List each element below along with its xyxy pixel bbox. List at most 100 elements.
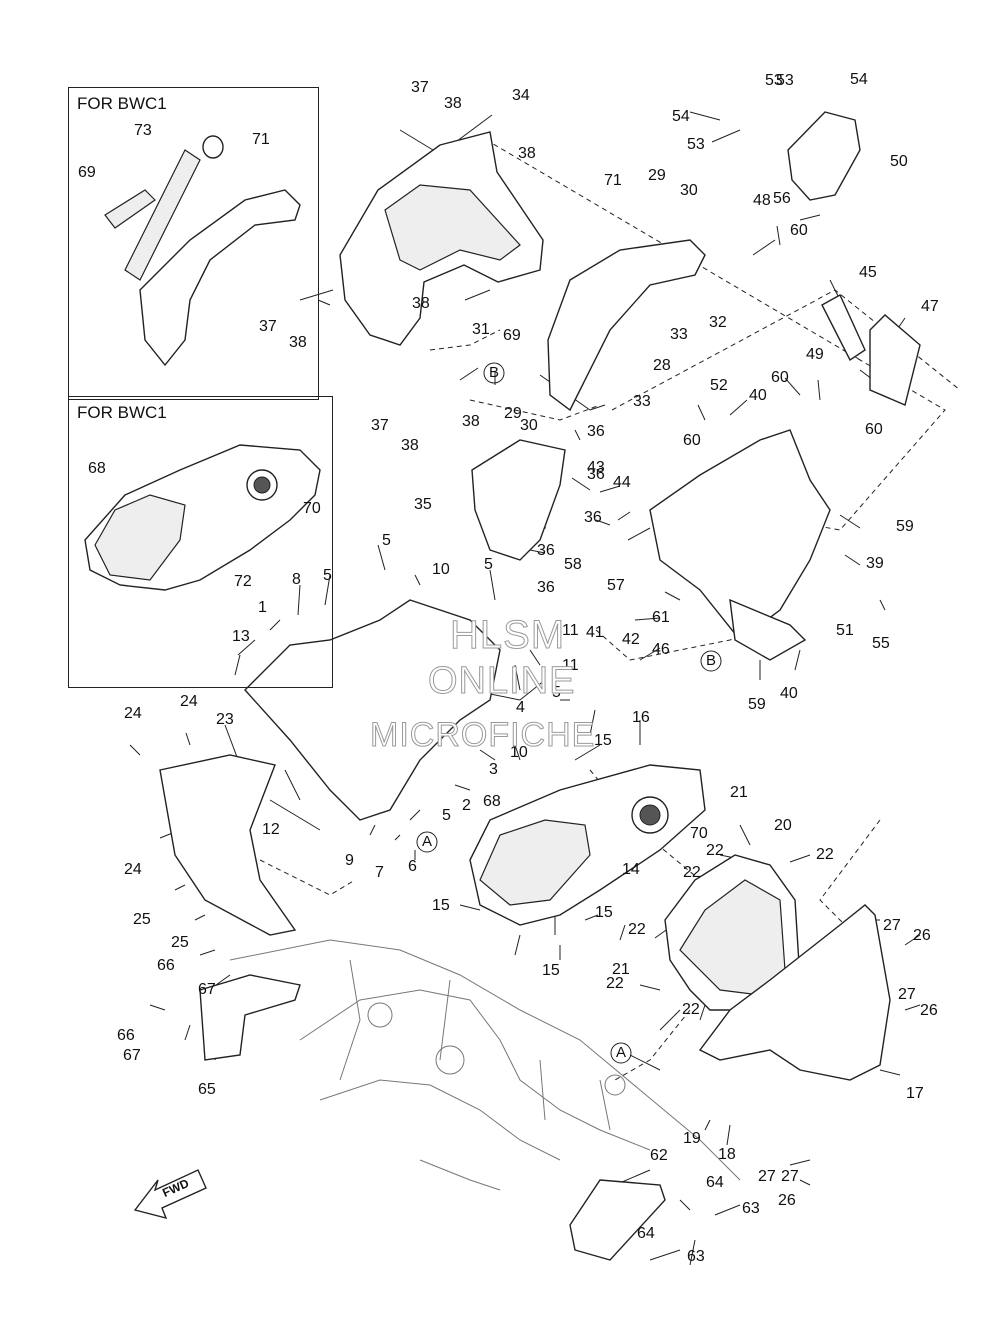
callout-label: 60	[865, 421, 883, 438]
callout-label: 37	[411, 79, 429, 96]
callout-label: 69	[503, 327, 521, 344]
inset-box-1: FOR BWC1	[68, 87, 319, 400]
callout-label: 5	[484, 556, 493, 573]
callout-label: 49	[806, 346, 824, 363]
callout-label: 53	[776, 72, 794, 89]
callout-label: 24	[180, 693, 198, 710]
callout-label: 63	[742, 1200, 760, 1217]
callout-label: 39	[866, 555, 884, 572]
callout-label: 48	[753, 192, 771, 209]
callout-label: 27	[883, 917, 901, 934]
callout-label: 57	[607, 577, 625, 594]
callout-label: 11	[562, 657, 579, 674]
callout-label: 23	[216, 711, 234, 728]
callout-label: 50	[890, 153, 908, 170]
callout-label: 6	[408, 858, 417, 875]
callout-label: 64	[637, 1225, 655, 1242]
callout-label: 71	[252, 131, 270, 148]
callout-label: 36	[587, 423, 605, 440]
callout-label: 52	[710, 377, 728, 394]
inset-box-2: FOR BWC1	[68, 396, 333, 688]
callout-label: 36	[587, 466, 605, 483]
callout-label: 64	[706, 1174, 724, 1191]
callout-label: 25	[133, 911, 151, 928]
callout-label: 26	[778, 1192, 796, 1209]
reference-mark: A	[422, 833, 433, 850]
callout-label: 8	[292, 571, 301, 588]
callout-label: 43	[587, 459, 605, 476]
callout-label: 67	[123, 1047, 141, 1064]
callout-label: 15	[594, 732, 612, 749]
callout-label: 42	[622, 631, 640, 648]
callout-label: 68	[483, 793, 501, 810]
inset-title: FOR BWC1	[77, 94, 167, 113]
callout-label: 20	[774, 817, 792, 834]
callout-label: 59	[896, 518, 914, 535]
callout-label: 58	[564, 556, 582, 573]
callout-label: 37	[259, 318, 277, 335]
callout-label: 33	[670, 326, 688, 343]
callout-label: 38	[518, 145, 536, 162]
callout-label: 37	[371, 417, 389, 434]
callout-label: 12	[262, 821, 280, 838]
callout-label: 22	[682, 1001, 700, 1018]
callout-label: 53	[687, 136, 705, 153]
watermark-line-2: ONLINE	[427, 660, 576, 703]
callout-label: 67	[198, 981, 216, 998]
callout-label: 46	[652, 641, 670, 658]
callout-label: 54	[672, 108, 690, 125]
callout-label: 26	[913, 927, 931, 944]
callout-label: 29	[504, 405, 522, 422]
callout-label: 9	[345, 852, 354, 869]
callout-label: 15	[595, 904, 613, 921]
callout-label: 13	[232, 628, 250, 645]
callout-label: 40	[749, 387, 767, 404]
callout-label: 22	[706, 842, 724, 859]
callout-label: 38	[289, 334, 307, 351]
callout-label: 24	[124, 861, 142, 878]
callout-label: 60	[683, 432, 701, 449]
callout-label: 38	[401, 437, 419, 454]
callout-label: 36	[584, 509, 602, 526]
watermark-line-3: MICROFICHE	[369, 716, 596, 755]
callout-label: 34	[512, 87, 530, 104]
callout-label: 25	[171, 934, 189, 951]
callout-label: 2	[462, 797, 471, 814]
callout-label: 27	[898, 986, 916, 1003]
callout-label: 3	[489, 761, 498, 778]
callout-label: 27	[758, 1168, 776, 1185]
callout-label: 61	[652, 609, 670, 626]
callout-label: 66	[117, 1027, 135, 1044]
callout-label: 54	[850, 71, 868, 88]
callout-label: 32	[709, 314, 727, 331]
callout-label: 15	[542, 962, 560, 979]
callout-label: 1	[258, 599, 267, 616]
callout-label: 22	[606, 975, 624, 992]
callout-label: 22	[816, 846, 834, 863]
callout-label: 38	[412, 295, 430, 312]
callout-label: 72	[234, 573, 252, 590]
callout-label: 22	[628, 921, 646, 938]
callout-label: 10	[432, 561, 450, 578]
callout-label: 5	[552, 684, 561, 701]
callout-label: 33	[633, 393, 651, 410]
callout-label: 70	[303, 500, 321, 517]
callout-label: 19	[683, 1130, 701, 1147]
callout-label: 60	[771, 369, 789, 386]
reference-mark: B	[489, 364, 500, 381]
callout-label: 53	[765, 72, 783, 89]
callout-label: 18	[718, 1146, 736, 1163]
callout-label: 51	[836, 622, 854, 639]
callout-label: 29	[648, 167, 666, 184]
callout-label: 30	[520, 417, 538, 434]
callout-label: 26	[920, 1002, 938, 1019]
callout-label: 56	[773, 190, 791, 207]
callout-label: 44	[613, 474, 631, 491]
reference-mark: A	[616, 1044, 627, 1061]
callout-label: 41	[586, 624, 604, 641]
callout-label: 55	[872, 635, 890, 652]
callout-label: 59	[748, 696, 766, 713]
callout-label: 38	[462, 413, 480, 430]
